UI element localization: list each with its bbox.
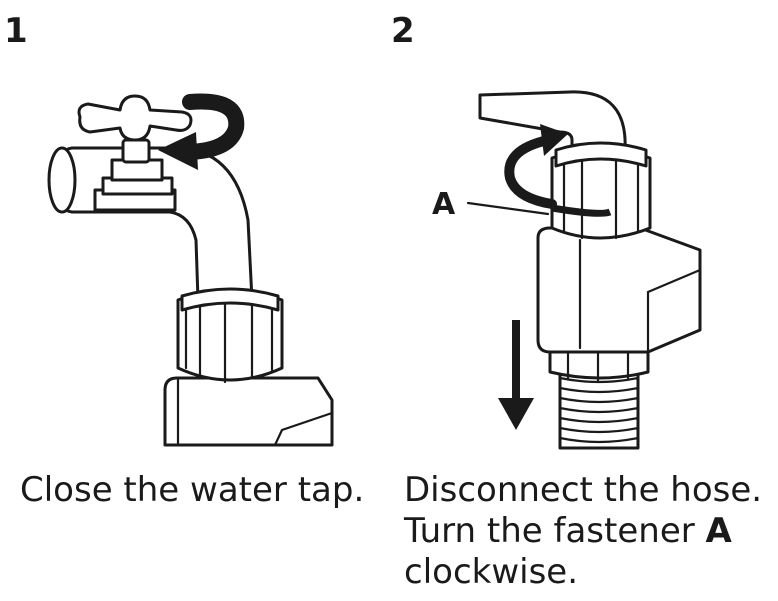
step-2-caption-fastener-letter: A	[705, 511, 732, 551]
fastener-label: A	[432, 187, 456, 222]
step-1-caption: Close the water tap.	[20, 470, 364, 511]
hose-illustration	[466, 90, 702, 450]
step-2-caption: Disconnect the hose. Turn the fastener A…	[404, 470, 774, 593]
rotate-clockwise-arrow-icon	[540, 124, 568, 156]
tap-illustration	[47, 93, 334, 447]
step-2-caption-line-2: Turn the fastener A	[404, 511, 774, 552]
step-1-number: 1	[4, 11, 28, 51]
down-arrow-icon	[498, 398, 534, 430]
step-1-caption-line: Close the water tap.	[20, 470, 365, 510]
step-2-caption-line-2-text: Turn the fastener	[404, 511, 706, 551]
step-2-caption-line-3: clockwise.	[404, 552, 579, 592]
step-2-caption-line-1: Disconnect the hose.	[404, 470, 763, 510]
rotate-counterclockwise-arrow-icon	[158, 132, 198, 170]
step-2-number: 2	[391, 11, 415, 51]
